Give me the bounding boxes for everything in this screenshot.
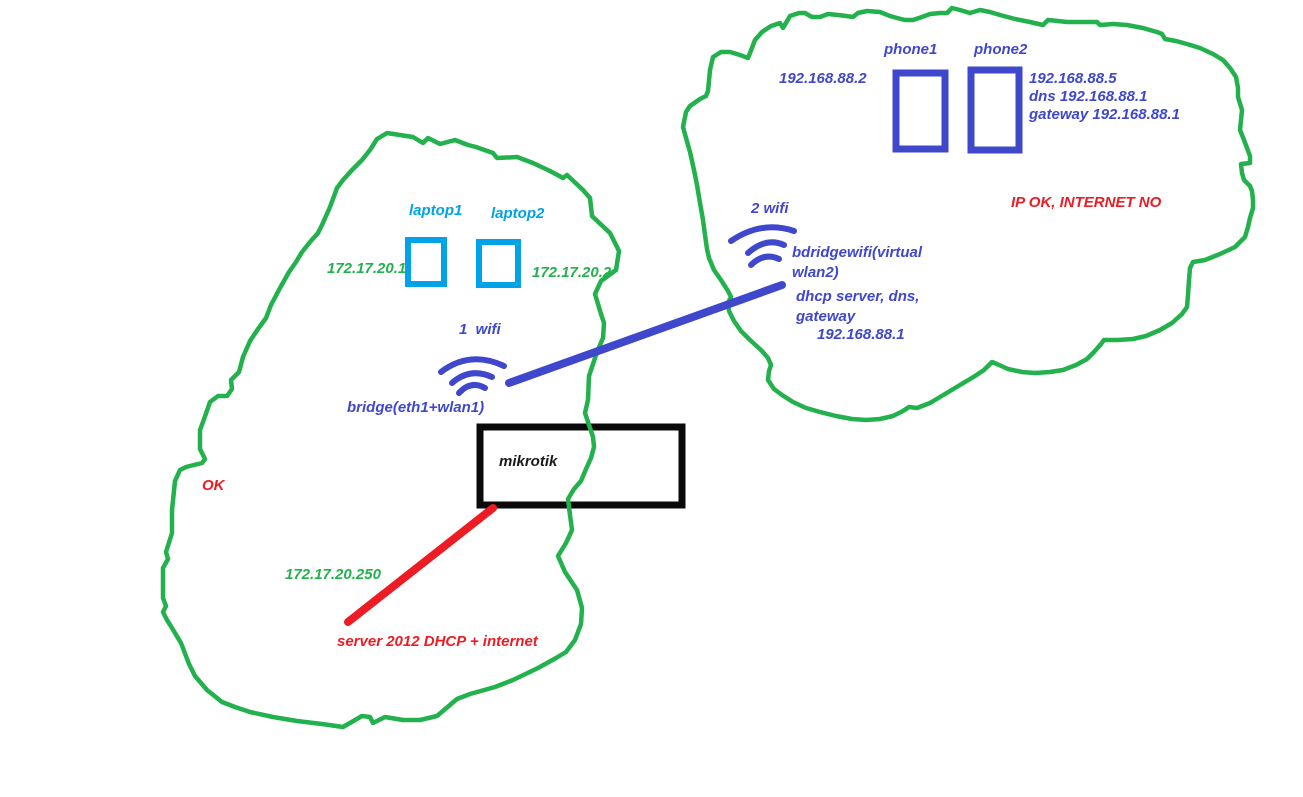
bridge2-label-line1: bdridgewifi(virtual [792,244,923,261]
services-ip: 192.168.88.1 [817,326,905,343]
mikrotik-router-box [476,423,686,509]
bridge1-label: bridge(eth1+wlan1) [347,399,485,416]
wifi1-label: 1 wifi [459,321,501,338]
phone2-label: phone2 [974,41,1028,58]
wifi2-label: 2 wifi [751,200,789,217]
wifi-link-line [505,281,786,387]
left-status-label: OK [202,477,225,494]
services-line1: dhcp server, dns, [796,288,920,305]
phone2-ip: 192.168.88.5 [1029,70,1117,87]
laptop2-shape [476,239,521,288]
phone1-shape [892,69,949,153]
right-status-label: IP OK, INTERNET NO [1011,194,1162,211]
services-line2: gateway [796,308,856,325]
wifi-icon-2 [728,224,797,268]
wifi-icon-1 [438,356,507,396]
bridge2-label-line2: wlan2) [792,264,839,281]
phone2-dns: dns 192.168.88.1 [1029,88,1148,105]
server-link-line [344,504,497,626]
phone2-shape [967,66,1023,154]
phone2-gateway: gateway 192.168.88.1 [1029,106,1180,123]
laptop1-shape [405,237,447,287]
server-label: server 2012 DHCP + internet [337,633,538,650]
laptop1-ip: 172.17.20.1 [327,260,407,277]
server-ip: 172.17.20.250 [285,566,381,583]
phone1-ip: 192.168.88.2 [779,70,867,87]
mikrotik-label: mikrotik [499,453,558,470]
left-cloud-outline [160,130,622,730]
right-cloud-outline [680,5,1256,423]
laptop2-ip: 172.17.20.2 [532,264,612,281]
laptop2-label: laptop2 [491,205,545,222]
phone1-label: phone1 [884,41,938,58]
laptop1-label: laptop1 [409,202,463,219]
